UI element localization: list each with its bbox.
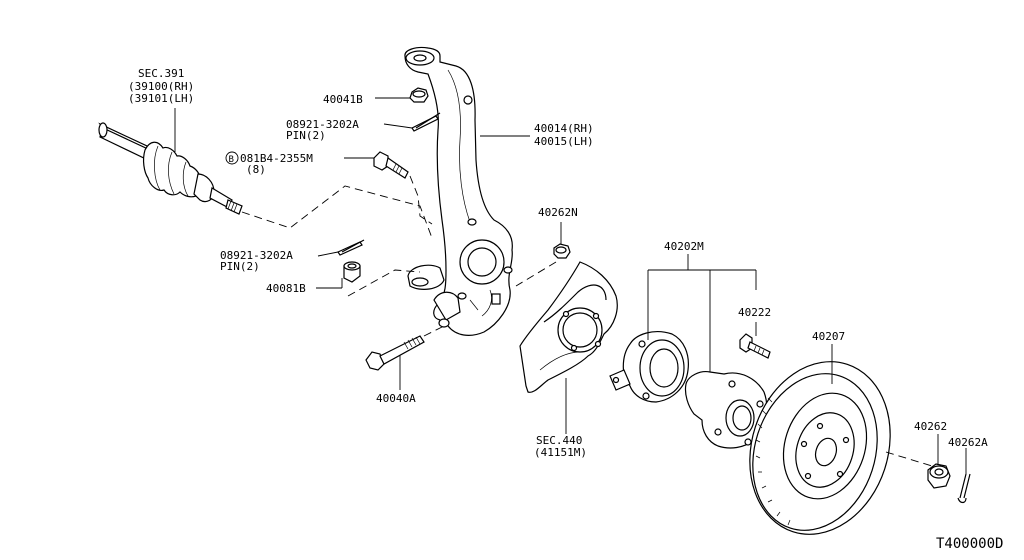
label-40202m: 40202M <box>664 240 704 253</box>
label-40222: 40222 <box>738 306 771 319</box>
label-40207: 40207 <box>812 330 845 343</box>
nut-40262n[interactable] <box>553 243 571 259</box>
label-41151m: (41151M) <box>534 446 587 459</box>
cotter-pin-40262a[interactable] <box>957 473 971 504</box>
label-08921-mid: 08921-3202A <box>220 249 293 262</box>
bolt-ref-mark: B <box>225 151 239 165</box>
label-sec391: SEC.391 <box>138 67 184 80</box>
nut-40081b[interactable] <box>343 261 361 283</box>
wheel-stud[interactable] <box>739 333 771 359</box>
label-sec440: SEC.440 <box>536 434 582 447</box>
dust-shield[interactable] <box>519 261 618 393</box>
bolt-081b4[interactable] <box>373 151 409 179</box>
bracket-40202m <box>647 254 757 372</box>
bolt-ref-mark-text: B <box>229 155 234 165</box>
label-081b4: 081B4-2355M <box>240 152 313 165</box>
drive-shaft[interactable] <box>98 122 243 215</box>
label-39100: (39100(RH) <box>128 80 194 93</box>
label-08921-top: 08921-3202A <box>286 118 359 131</box>
brake-rotor[interactable] <box>728 343 912 552</box>
bolt-40040a[interactable] <box>365 335 425 371</box>
hub-bearing-unit[interactable] <box>684 371 768 449</box>
steering-knuckle[interactable] <box>404 46 513 336</box>
label-081b4-qty: (8) <box>246 163 266 176</box>
nut-40041b[interactable] <box>409 87 429 103</box>
label-40262n: 40262N <box>538 206 578 219</box>
label-40040a: 40040A <box>376 392 416 405</box>
label-40081b: 40081B <box>266 282 306 295</box>
label-40262a: 40262A <box>948 436 988 449</box>
cotter-pin-middle[interactable] <box>337 239 365 256</box>
label-40015: 40015(LH) <box>534 135 594 148</box>
nut-40262[interactable] <box>927 463 951 489</box>
diagram-id: T400000D <box>936 536 1003 552</box>
label-39101: (39101(LH) <box>128 92 194 105</box>
label-40014: 40014(RH) <box>534 122 594 135</box>
label-pin-mid: PIN(2) <box>220 260 260 273</box>
label-40041b: 40041B <box>323 93 363 106</box>
hub-bearing-flange[interactable] <box>609 331 689 403</box>
label-pin-top: PIN(2) <box>286 129 326 142</box>
label-40262: 40262 <box>914 420 947 433</box>
cotter-pin-top[interactable] <box>411 112 441 132</box>
